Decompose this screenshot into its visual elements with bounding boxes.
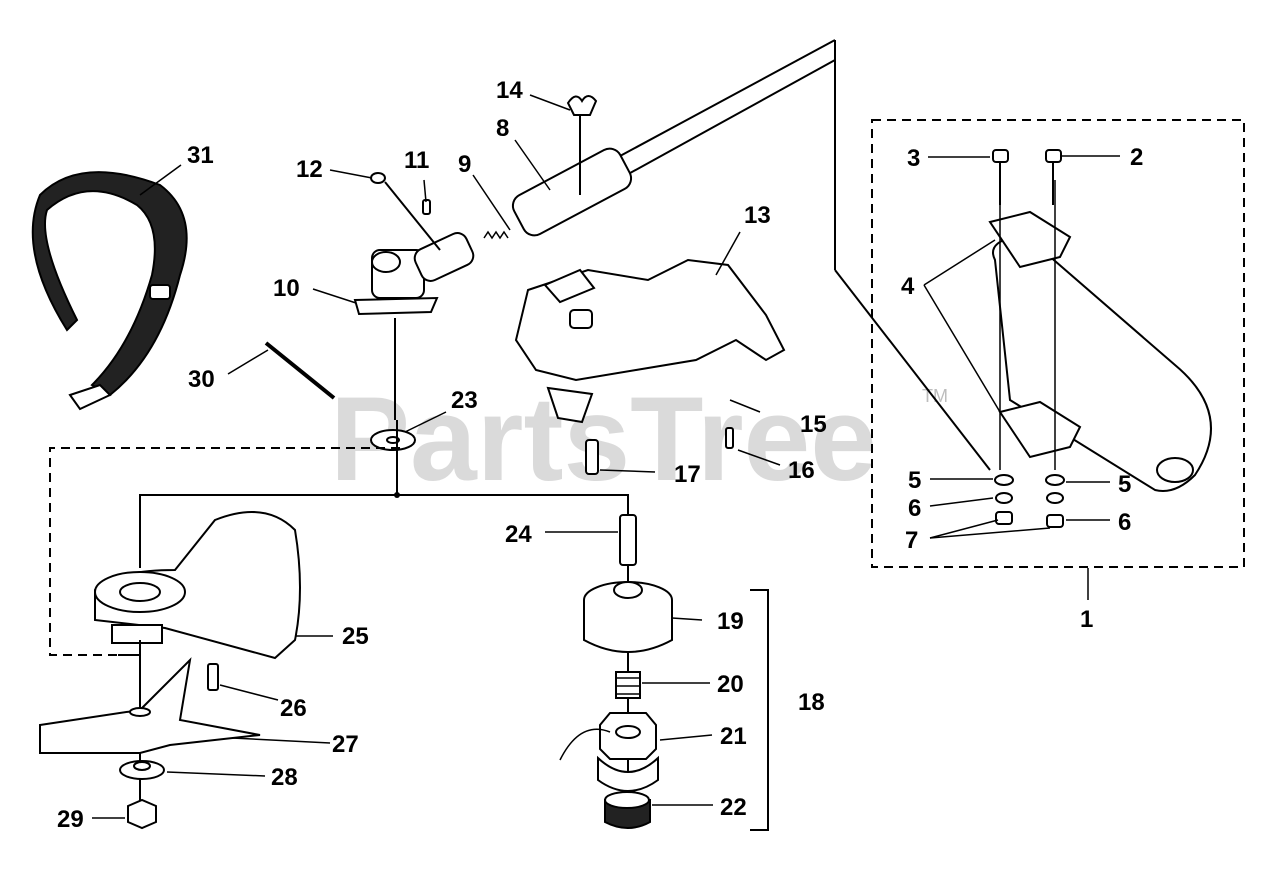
bolt-3 <box>992 149 1009 205</box>
label-6a: 6 <box>908 495 921 522</box>
label-4: 4 <box>901 273 915 300</box>
adapter-28 <box>119 760 165 780</box>
handle-4 <box>988 180 1212 492</box>
label-14: 14 <box>496 77 523 104</box>
label-25: 25 <box>342 623 369 650</box>
watermark: PartsTree <box>330 372 877 506</box>
label-26: 26 <box>280 695 307 722</box>
label-31: 31 <box>187 142 214 169</box>
label-30: 30 <box>188 366 215 393</box>
label-28: 28 <box>271 764 298 791</box>
label-20: 20 <box>717 671 744 698</box>
knob-22 <box>604 791 651 829</box>
kit-split-line <box>139 494 629 568</box>
handle-kit-box <box>871 119 1245 568</box>
blade-kit-path <box>49 447 400 656</box>
bolt-2 <box>1045 149 1062 205</box>
label-17: 17 <box>674 461 701 488</box>
screw-16 <box>725 427 734 449</box>
watermark-trademark: TM <box>922 386 948 406</box>
label-15: 15 <box>800 411 827 438</box>
label-21: 21 <box>720 723 747 750</box>
label-6b: 6 <box>1118 509 1131 536</box>
label-12: 12 <box>296 156 323 183</box>
screw-11 <box>422 199 431 215</box>
label-24: 24 <box>505 521 532 548</box>
blade-guard-25 <box>94 511 301 660</box>
kit-18-bracket <box>750 589 769 831</box>
adapter-24 <box>619 514 637 566</box>
pin-12 <box>370 172 441 251</box>
housing-19 <box>583 581 673 653</box>
label-5a: 5 <box>908 467 921 494</box>
label-27: 27 <box>332 731 359 758</box>
leader-lines <box>92 94 1120 819</box>
blade-27 <box>39 657 261 754</box>
label-7: 7 <box>905 527 918 554</box>
label-10: 10 <box>273 275 300 302</box>
gear-head-10 <box>353 232 475 420</box>
wing-bolt-14 <box>566 95 598 195</box>
label-2: 2 <box>1130 144 1143 171</box>
shield-13 <box>514 258 786 424</box>
spring-20 <box>615 671 641 699</box>
label-13: 13 <box>744 202 771 229</box>
label-5b: 5 <box>1118 471 1131 498</box>
label-8: 8 <box>496 115 509 142</box>
label-1: 1 <box>1080 606 1093 633</box>
screw-26 <box>207 663 219 691</box>
washers-nuts <box>994 474 1065 528</box>
screw-17 <box>585 439 599 475</box>
label-16: 16 <box>788 457 815 484</box>
rod-30 <box>264 341 336 400</box>
spool-21 <box>559 712 659 792</box>
label-18: 18 <box>798 689 825 716</box>
label-22: 22 <box>720 794 747 821</box>
shaft-tube <box>511 39 991 471</box>
spring-9 <box>483 230 509 240</box>
harness-31 <box>31 171 188 411</box>
label-9: 9 <box>458 151 471 178</box>
label-11: 11 <box>404 147 429 174</box>
label-19: 19 <box>717 608 744 635</box>
label-23: 23 <box>451 387 478 414</box>
nut-29 <box>127 798 157 830</box>
label-29: 29 <box>57 806 84 833</box>
label-3: 3 <box>907 145 920 172</box>
